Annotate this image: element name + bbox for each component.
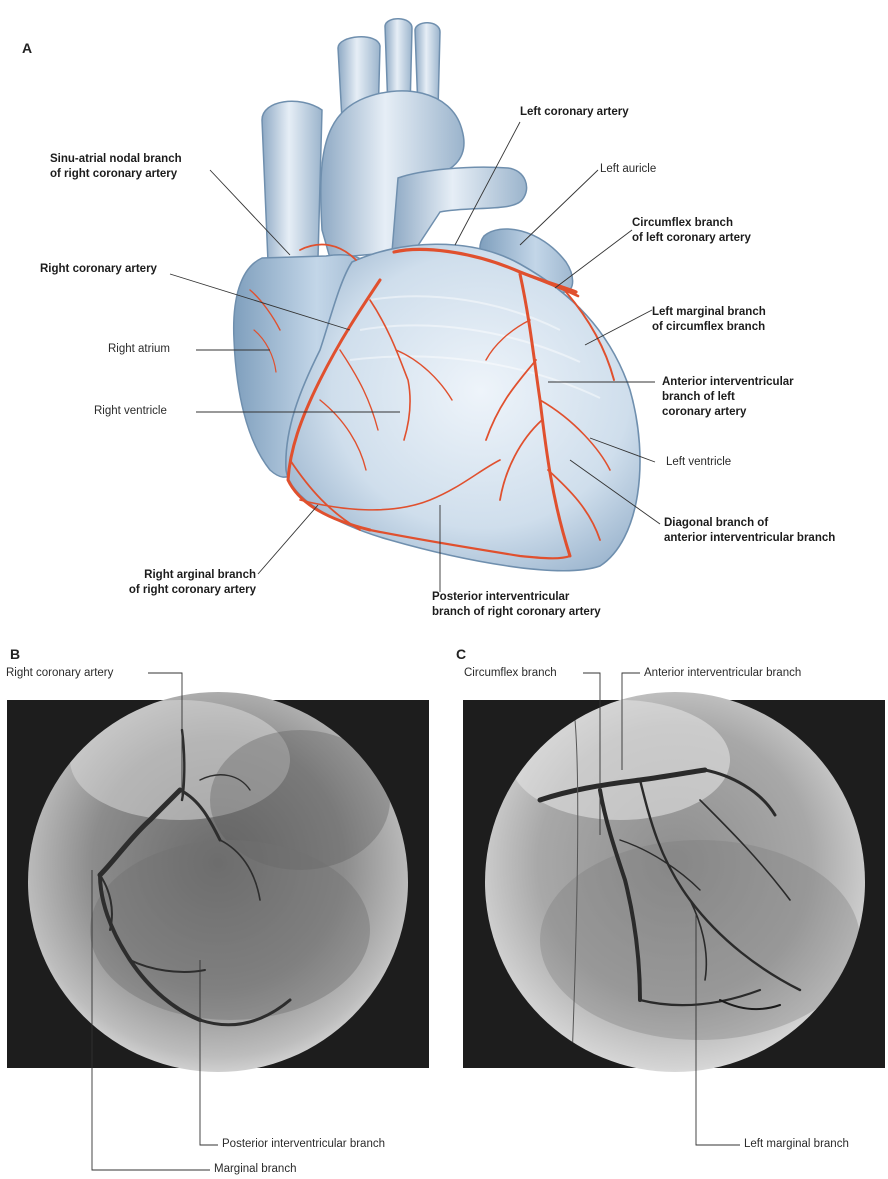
label-c-anterior-interventricular-branch: Anterior interventricular branch bbox=[644, 666, 801, 681]
label-c-circumflex-branch: Circumflex branch bbox=[464, 666, 557, 681]
label-c-left-marginal-branch: Left marginal branch bbox=[744, 1137, 849, 1152]
